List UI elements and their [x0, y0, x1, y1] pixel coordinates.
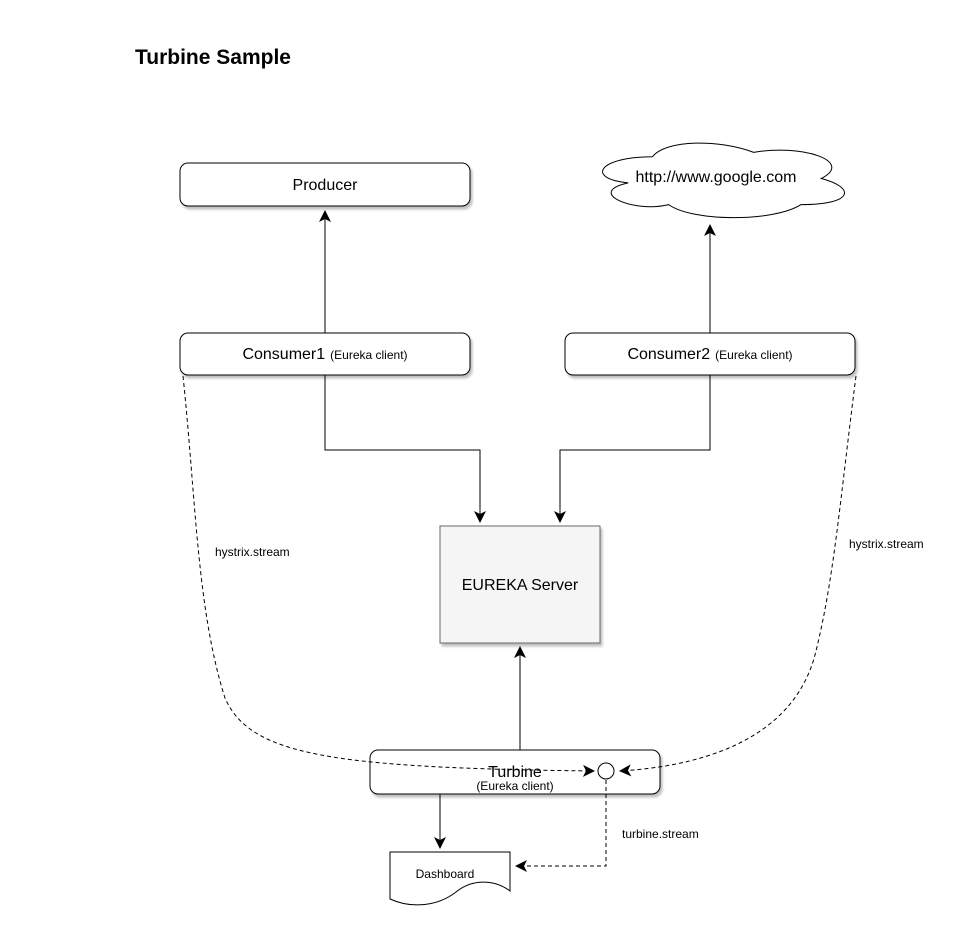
dashboard-label: Dashboard [416, 867, 475, 881]
consumer2-sublabel: (Eureka client) [715, 348, 792, 362]
node-consumer1: Consumer1(Eureka client) [179, 332, 471, 376]
eureka-box [439, 525, 601, 644]
node-turbine: Turbine (Eureka client) [369, 749, 661, 795]
turbine-box [369, 749, 661, 795]
node-consumer2: Consumer2(Eureka client) [564, 332, 856, 376]
producer-label: Producer [293, 177, 359, 194]
edge-turbine-stream-dashboard [515, 780, 607, 872]
cloud-shape [602, 142, 845, 219]
page-title: Turbine Sample [135, 46, 291, 69]
edge-hystrix-left [182, 375, 595, 777]
node-producer: Producer [179, 162, 471, 207]
node-dashboard: Dashboard [389, 851, 511, 906]
edge-consumer2-eureka [554, 375, 711, 523]
turbine-sublabel: (Eureka client) [476, 779, 553, 793]
dashboard-shape [389, 851, 511, 906]
eureka-label: EUREKA Server [462, 577, 579, 594]
consumer1-label: Consumer1(Eureka client) [242, 346, 407, 363]
turbine-label: Turbine [488, 764, 542, 781]
consumer2-label: Consumer2(Eureka client) [627, 346, 792, 363]
hystrix-stream-left-label: hystrix.stream [215, 545, 290, 559]
consumer1-sublabel: (Eureka client) [330, 348, 407, 362]
edge-consumer1-eureka [324, 375, 486, 523]
producer-box [179, 162, 471, 207]
node-google-cloud: http://www.google.com [602, 142, 845, 219]
node-eureka-server: EUREKA Server [439, 525, 601, 644]
turbine-stream-junction [597, 762, 615, 780]
cloud-label: http://www.google.com [636, 169, 797, 186]
hystrix-stream-right-label: hystrix.stream [849, 537, 924, 551]
turbine-stream-label: turbine.stream [622, 827, 699, 841]
edge-hystrix-right [619, 375, 857, 777]
